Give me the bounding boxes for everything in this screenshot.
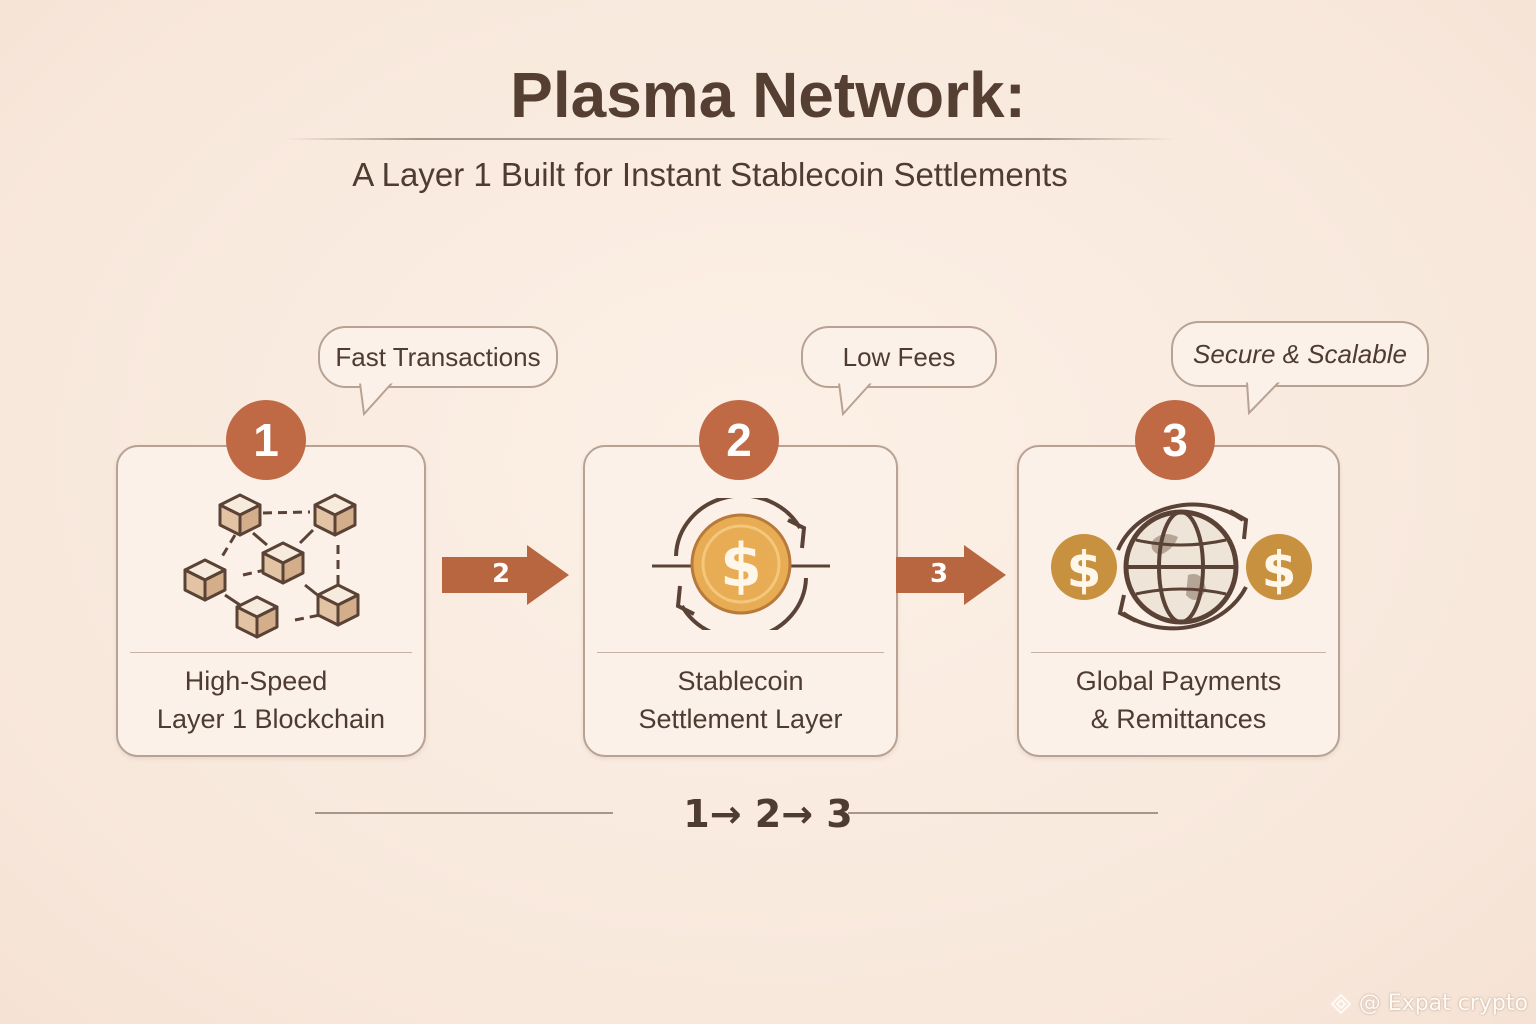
- step-label-line2: & Remittances: [1090, 704, 1267, 734]
- block-cube-icon: [218, 493, 262, 537]
- block-cube-icon: [313, 493, 357, 537]
- block-cube-icon: [316, 583, 360, 627]
- svg-text:$: $: [1262, 541, 1297, 599]
- step-badge-2: 2: [699, 400, 779, 480]
- watermark-text: @ Expat crypto: [1358, 991, 1528, 1016]
- page-subtitle: A Layer 1 Built for Instant Stablecoin S…: [352, 156, 1068, 193]
- svg-text:$: $: [720, 531, 762, 601]
- bubble-tail: [837, 382, 873, 416]
- step-badge-1: 1: [226, 400, 306, 480]
- block-cube-icon: [183, 558, 227, 602]
- arrow-right-icon: [442, 545, 569, 605]
- bubble-text: Fast Transactions: [335, 341, 541, 372]
- card-divider: [1031, 652, 1326, 653]
- step-label-line2: Settlement Layer: [638, 704, 843, 734]
- card-divider: [597, 652, 884, 653]
- flow-divider-right: [848, 812, 1158, 814]
- blockchain-network-icon: [183, 493, 360, 639]
- block-cube-icon: [261, 541, 305, 585]
- connector-arrow-1: 2: [442, 545, 570, 609]
- step-label-line1: Global Payments: [1075, 666, 1282, 696]
- binance-logo-icon: [1330, 993, 1352, 1014]
- title-divider: [285, 138, 1175, 140]
- flow-divider-left: [315, 812, 613, 814]
- bubble-tail: [1245, 381, 1281, 415]
- global-payments-icon: $ $: [1051, 502, 1312, 631]
- flow-sequence: 1→ 2→ 3: [683, 792, 853, 836]
- bubble-text: Low Fees: [842, 341, 956, 372]
- bubble-text: Secure & Scalable: [1193, 338, 1407, 369]
- step-badge-3: 3: [1135, 400, 1215, 480]
- stablecoin-exchange-icon: $: [652, 498, 830, 630]
- connector-arrow-2: 3: [896, 545, 1008, 609]
- step-card-1: High-Speed Layer 1 Blockchain: [116, 445, 426, 757]
- step-label-line1: Stablecoin: [677, 666, 804, 696]
- feature-bubble-fast-transactions: Fast Transactions: [318, 326, 558, 416]
- feature-bubble-low-fees: Low Fees: [801, 326, 997, 416]
- feature-bubble-secure-scalable: Secure & Scalable: [1171, 321, 1429, 415]
- card-divider: [130, 652, 412, 653]
- step-label: High-Speed Layer 1 Blockchain: [118, 662, 424, 738]
- page-title: Plasma Network:: [510, 59, 1026, 131]
- watermark: @ Expat crypto: [1329, 991, 1528, 1016]
- svg-text:$: $: [1067, 541, 1102, 599]
- bubble-tail: [358, 382, 394, 416]
- step-label: Global Payments & Remittances: [1019, 662, 1338, 738]
- connector-label: 3: [930, 559, 949, 589]
- connector-label: 2: [492, 559, 511, 589]
- block-cube-icon: [235, 595, 279, 639]
- arrow-right-icon: [896, 545, 1006, 605]
- step-label-line1: High-Speed: [184, 666, 328, 696]
- step-label: Stablecoin Settlement Layer: [585, 662, 896, 738]
- step-label-line2: Layer 1 Blockchain: [156, 704, 386, 734]
